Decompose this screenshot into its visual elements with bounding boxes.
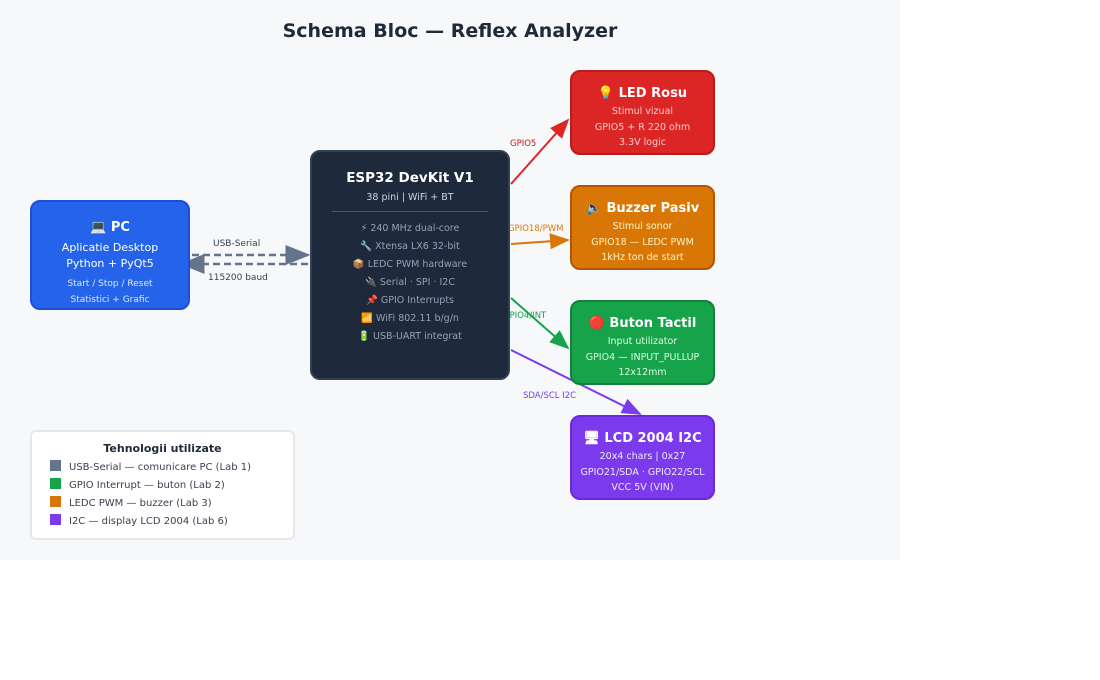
- legend-swatch: [50, 460, 61, 471]
- esp32-feature: 📦 LEDC PWM hardware: [352, 259, 468, 270]
- esp32-feature: ⚡ 240 MHz dual-core: [360, 223, 460, 234]
- esp32-feature: 🔌 Serial · SPI · I2C: [365, 277, 455, 288]
- battery-icon: 🔋: [358, 331, 370, 342]
- legend-item: USB-Serial — comunicare PC (Lab 1): [32, 459, 293, 477]
- lcd-wire-label: SDA/SCL I2C: [523, 391, 577, 401]
- esp32-feature: 📶 WiFi 802.11 b/g/n: [361, 313, 459, 324]
- pin-icon: 📌: [365, 295, 378, 306]
- led-wire: [510, 118, 570, 185]
- led-title: LED Rosu: [618, 86, 688, 101]
- legend: Tehnologii utilizate USB-Serial — comuni…: [30, 430, 295, 540]
- esp32-divider: [332, 211, 488, 212]
- plug-icon: 🔌: [365, 277, 377, 288]
- pc-block-title: 💻 PC: [90, 220, 130, 235]
- laptop-icon: 💻: [90, 220, 107, 235]
- button-line-2: GPIO4 — INPUT_PULLUP: [585, 351, 700, 363]
- usb-baud-label: 115200 baud: [208, 273, 268, 283]
- esp32-subtitle: 38 pini | WiFi + BT: [366, 192, 454, 203]
- red-circle-icon: 🔴: [588, 316, 605, 331]
- legend-swatch: [50, 478, 61, 489]
- button-line-1: Input utilizator: [607, 336, 678, 347]
- bulb-icon: 💡: [597, 86, 615, 101]
- legend-item: GPIO Interrupt — buton (Lab 2): [32, 477, 293, 495]
- buzzer-block: 🔈 Buzzer Pasiv Stimul sonor GPIO18 — LED…: [570, 185, 715, 270]
- legend-swatch: [50, 496, 61, 507]
- buzzer-line-2: GPIO18 — LEDC PWM: [591, 236, 694, 248]
- button-wire: [510, 297, 570, 350]
- led-line-1: Stimul vizual: [611, 106, 674, 117]
- lcd-title: LCD 2004 I2C: [604, 431, 702, 446]
- esp32-feature: 🔋 USB-UART integrat: [358, 331, 462, 342]
- esp32-feature: 📌 GPIO Interrupts: [365, 295, 455, 306]
- lcd-block: 🖥 LCD 2004 I2C 20x4 chars | 0x27 GPIO21/…: [570, 415, 715, 500]
- button-title: Buton Tactil: [609, 316, 697, 331]
- buzzer-line-1: Stimul sonor: [612, 221, 673, 232]
- package-icon: 📦: [352, 259, 365, 270]
- signal-icon: 📶: [361, 313, 373, 324]
- lightning-icon: ⚡: [360, 223, 368, 234]
- usb-wire-label: USB-Serial: [213, 239, 261, 249]
- esp32-block: ESP32 DevKit V1 38 pini | WiFi + BT ⚡ 24…: [310, 150, 510, 380]
- lcd-line-3: VCC 5V (VIN): [611, 482, 674, 493]
- legend-swatch: [50, 514, 61, 525]
- wrench-icon: 🔧: [360, 241, 373, 252]
- led-block: 💡 LED Rosu Stimul vizual GPIO5 + R 220 o…: [570, 70, 715, 155]
- esp32-title: ESP32 DevKit V1: [346, 170, 474, 186]
- led-wire-label: GPIO5: [510, 139, 537, 149]
- speaker-icon: 🔈: [585, 201, 602, 216]
- diagram-title: Schema Bloc — Reflex Analyzer: [282, 20, 618, 42]
- buzzer-wire-label: GPIO18/PWM: [508, 224, 564, 234]
- button-line-3: 12x12mm: [618, 367, 667, 378]
- diagram-canvas: Schema Bloc — Reflex Analyzer USB-Serial…: [30, 20, 715, 540]
- pc-line-3: Start / Stop / Reset: [67, 279, 153, 289]
- led-line-2: GPIO5 + R 220 ohm: [594, 121, 691, 133]
- lcd-line-1: 20x4 chars | 0x27: [599, 451, 686, 462]
- pc-line-1: Aplicatie Desktop: [61, 241, 159, 254]
- legend-title: Tehnologii utilizate: [103, 442, 222, 455]
- led-line-3: 3.3V logic: [619, 137, 666, 148]
- pc-block: 💻 PC Aplicatie Desktop Python + PyQt5 St…: [30, 200, 190, 310]
- buzzer-wire: [510, 233, 570, 250]
- buzzer-line-3: 1kHz ton de start: [601, 252, 684, 263]
- legend-item: LEDC PWM — buzzer (Lab 3): [32, 495, 293, 513]
- monitor-icon: 🖥: [583, 431, 600, 446]
- pc-line-2: Python + PyQt5: [66, 257, 154, 270]
- button-block: 🔴 Buton Tactil Input utilizator GPIO4 — …: [570, 300, 715, 385]
- button-wire-label: GPIO4/INT: [503, 311, 547, 321]
- legend-item: I2C — display LCD 2004 (Lab 6): [32, 513, 293, 531]
- pc-line-4: Statistici + Grafic: [70, 294, 150, 305]
- esp32-feature: 🔧 Xtensa LX6 32-bit: [360, 241, 460, 252]
- buzzer-title: Buzzer Pasiv: [606, 201, 700, 216]
- lcd-line-2: GPIO21/SDA · GPIO22/SCL: [580, 466, 705, 478]
